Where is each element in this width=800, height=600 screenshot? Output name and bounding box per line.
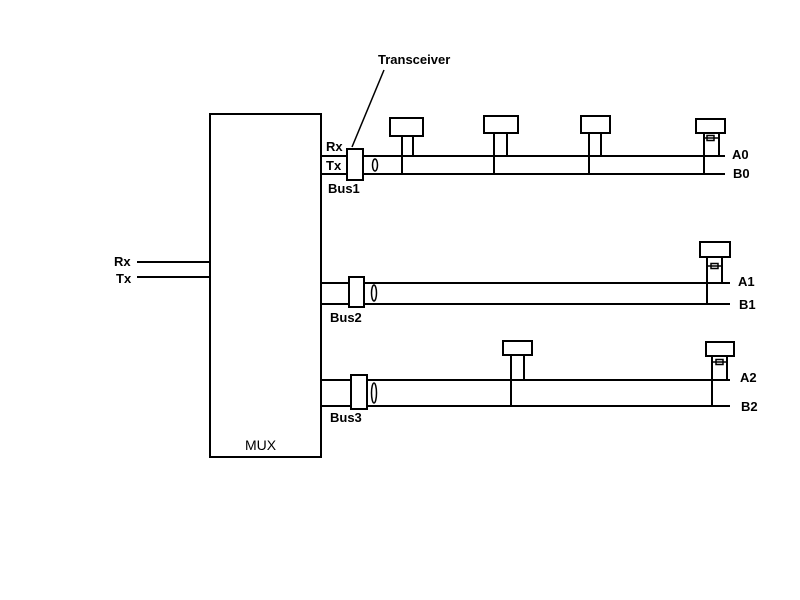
bus1-transceiver [346,148,364,181]
bus3-termination-resistor [715,358,724,366]
bus1-node-3 [580,115,611,174]
bus1-line-a-label: A0 [732,147,749,162]
bus3-transceiver [350,374,368,410]
bus1-group: Rx Tx Bus1 A0 B0 [321,115,750,196]
bus1-terminal-node [695,118,726,174]
host-port: Rx Tx [114,254,210,286]
bus2-twist-marker [370,284,378,302]
bus1-line-b-label: B0 [733,166,750,181]
bus3-terminal-node [705,341,735,406]
bus2-line-b-label: B1 [739,297,756,312]
bus2-transceiver [348,276,365,308]
bus1-tx-label: Tx [326,158,342,173]
bus3-line-b-label: B2 [741,399,758,414]
callout-leader [351,69,385,148]
bus1-rx-label: Rx [326,139,343,154]
mux-block [209,113,322,458]
mux-label: MUX [245,437,277,453]
host-tx-label: Tx [116,271,132,286]
bus1-label: Bus1 [328,181,360,196]
host-rx-label: Rx [114,254,131,269]
bus1-node-1 [389,117,424,174]
bus3-line-a-label: A2 [740,370,757,385]
bus3-label: Bus3 [330,410,362,425]
bus1-termination-resistor [706,134,715,142]
bus2-group: Bus2 A1 B1 [321,241,756,325]
bus1-node-2 [483,115,519,174]
bus2-label: Bus2 [330,310,362,325]
bus1-twist-marker [371,158,379,172]
bus2-termination-resistor [710,262,719,270]
bus2-line-a-label: A1 [738,274,755,289]
bus3-group: Bus3 A2 B2 [321,340,758,425]
bus2-terminal-node [699,241,731,304]
bus3-twist-marker [370,382,378,404]
transceiver-callout: Transceiver [378,52,450,67]
bus3-node-1 [502,340,533,406]
